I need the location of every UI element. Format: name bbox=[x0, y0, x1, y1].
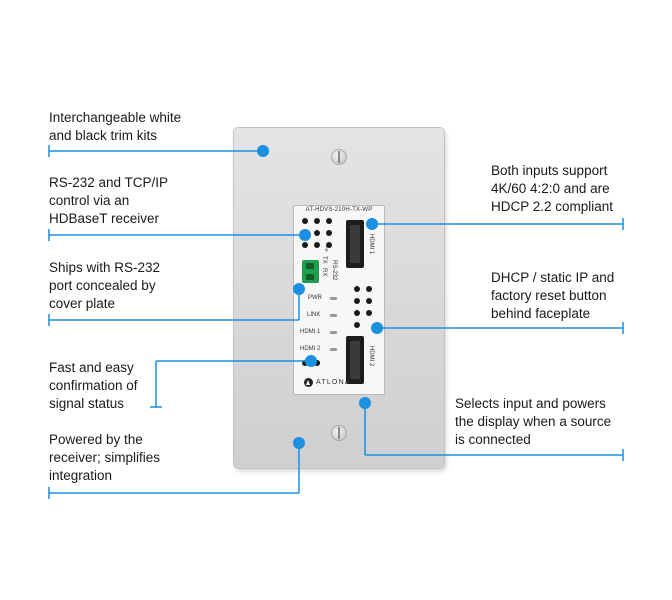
vent-hole bbox=[314, 360, 320, 366]
rx-label: RX bbox=[321, 268, 327, 277]
vent-hole bbox=[314, 242, 320, 248]
tx-label: TX bbox=[321, 256, 327, 264]
callout-inputs: Both inputs support 4K/60 4:2:0 and are … bbox=[491, 163, 614, 214]
callout-rs232-port: Ships with RS-232 port concealed by cove… bbox=[49, 260, 161, 311]
pwr-led bbox=[330, 297, 337, 300]
vent-hole bbox=[354, 310, 360, 316]
hdmi1-port bbox=[346, 220, 364, 268]
callout-powered: Powered by the receiver; simplifies inte… bbox=[49, 432, 161, 483]
link-label: LINK bbox=[307, 312, 321, 318]
brand-label: ATLONA bbox=[316, 379, 351, 386]
callout-dot-rs232-tcp bbox=[299, 229, 311, 241]
hdmi1-led bbox=[330, 331, 337, 334]
vent-hole bbox=[302, 242, 308, 248]
callout-dot-dhcp bbox=[371, 322, 383, 334]
vent-hole bbox=[354, 298, 360, 304]
callout-signal-status: Fast and easy confirmation of signal sta… bbox=[49, 360, 138, 411]
vent-hole bbox=[314, 230, 320, 236]
screw-icon bbox=[331, 425, 347, 441]
vent-hole bbox=[314, 218, 320, 224]
gnd-label: ⏚ bbox=[322, 246, 328, 252]
callout-dot-powered bbox=[293, 437, 305, 449]
vent-hole bbox=[326, 242, 332, 248]
vent-hole bbox=[354, 322, 360, 328]
rs232-label: RS-232 bbox=[331, 260, 337, 281]
hdmi2-led-label: HDMI 2 bbox=[300, 346, 321, 352]
vent-hole bbox=[366, 310, 372, 316]
callout-dot-rs232-port bbox=[293, 283, 305, 295]
rs232-terminal bbox=[302, 260, 319, 283]
callout-dot-inputs bbox=[366, 218, 378, 230]
callout-dhcp: DHCP / static IP and factory reset butto… bbox=[491, 270, 615, 321]
callout-trim-kits: Interchangeable white and black trim kit… bbox=[49, 110, 182, 143]
vent-hole bbox=[326, 230, 332, 236]
link-led bbox=[330, 314, 337, 317]
hdmi1-label: HDMI 1 bbox=[368, 234, 374, 255]
hdmi2-port bbox=[346, 336, 364, 384]
callout-selects: Selects input and powers the display whe… bbox=[455, 396, 612, 447]
vent-hole bbox=[366, 298, 372, 304]
hdmi2-label: HDMI 2 bbox=[368, 346, 374, 367]
hdmi2-led bbox=[330, 348, 337, 351]
hdmi1-led-label: HDMI 1 bbox=[300, 329, 321, 335]
vent-hole bbox=[326, 218, 332, 224]
callout-dot-signal-status bbox=[305, 355, 317, 367]
pwr-label: PWR bbox=[308, 295, 322, 301]
callout-dot-trim bbox=[257, 145, 269, 157]
screw-icon bbox=[331, 149, 347, 165]
callout-rs232-tcp: RS-232 and TCP/IP control via an HDBaseT… bbox=[49, 175, 169, 226]
vent-hole bbox=[302, 218, 308, 224]
model-label: AT-HDVS-210H-TX-WP bbox=[305, 207, 373, 213]
atlona-logo-icon bbox=[304, 378, 313, 387]
callout-dot-selects bbox=[359, 397, 371, 409]
vent-hole bbox=[354, 286, 360, 292]
vent-hole bbox=[366, 286, 372, 292]
